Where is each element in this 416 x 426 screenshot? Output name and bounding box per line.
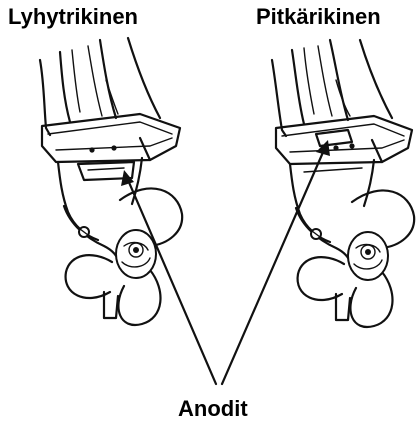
propeller-hub	[116, 230, 156, 278]
propeller-hub	[348, 232, 388, 280]
bolt-icon	[333, 145, 338, 150]
propeller-blade-left	[66, 255, 112, 298]
pointer-line-left	[128, 180, 216, 384]
short-shaft-motor-drawing	[40, 38, 182, 325]
prop-nut-icon	[365, 249, 371, 255]
bolt-icon	[111, 145, 116, 150]
bolt-icon	[349, 143, 354, 148]
long-shaft-motor-drawing	[272, 40, 414, 327]
prop-nut-icon	[133, 247, 139, 253]
pointer-line-right	[222, 150, 324, 384]
anode-right	[316, 130, 352, 146]
propeller-blade-left	[298, 257, 344, 300]
bolt-icon	[89, 147, 94, 152]
